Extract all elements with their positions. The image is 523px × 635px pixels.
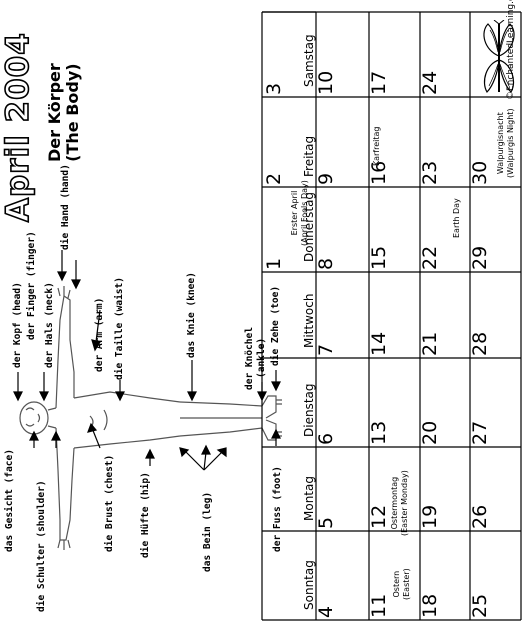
day-number[interactable]: 6 [315, 432, 337, 445]
day-number[interactable]: 30 [469, 160, 491, 185]
day-number[interactable]: 19 [419, 504, 441, 529]
day-number[interactable]: 12 [368, 504, 390, 529]
day-number[interactable]: 15 [368, 245, 390, 270]
weekday-label: Dienstag [302, 383, 316, 438]
event-earth-day: Earth Day [452, 198, 461, 238]
day-number[interactable]: 4 [315, 605, 337, 618]
event-easter-german: Ostern [392, 570, 401, 598]
weekday-label: Sonntag [302, 560, 316, 610]
butterfly-icon [483, 20, 515, 93]
day-number[interactable]: 29 [469, 245, 491, 270]
event-easter-monday-german: Ostermontag [390, 476, 399, 530]
day-number[interactable]: 25 [469, 593, 491, 618]
day-number[interactable]: 3 [263, 82, 285, 95]
event-april-fools-german: Erster April [290, 190, 299, 236]
event-april-fools: Erster April (April Fools Day) [290, 180, 310, 246]
day-number[interactable]: 9 [315, 172, 337, 185]
event-good-friday: Karfreitag [372, 126, 381, 167]
day-number[interactable]: 8 [315, 257, 337, 270]
day-number[interactable]: 11 [368, 593, 390, 618]
day-number[interactable]: 1 [263, 257, 285, 270]
day-number[interactable]: 24 [419, 70, 441, 95]
day-number[interactable]: 5 [315, 516, 337, 529]
day-number[interactable]: 23 [419, 160, 441, 185]
event-walpurgis: Walpurgisnacht (Walpurgis Night) [496, 108, 516, 178]
event-walpurgis-german: Walpurgisnacht [496, 112, 505, 175]
day-number[interactable]: 27 [469, 420, 491, 445]
day-number[interactable]: 26 [469, 504, 491, 529]
day-number[interactable]: 28 [469, 331, 491, 356]
weekday-label: Montag [302, 476, 316, 521]
day-number[interactable]: 20 [419, 420, 441, 445]
day-number[interactable]: 21 [419, 331, 441, 356]
day-number[interactable]: 2 [263, 172, 285, 185]
weekday-label: Mittwoch [302, 293, 316, 348]
day-number[interactable]: 18 [419, 593, 441, 618]
weekday-label: Samstag [302, 34, 316, 87]
day-number[interactable]: 17 [368, 70, 390, 95]
event-walpurgis-english: (Walpurgis Night) [506, 108, 515, 178]
event-easter: Ostern (Easter) [392, 568, 412, 600]
day-number[interactable]: 14 [368, 331, 390, 356]
day-number[interactable]: 22 [419, 245, 441, 270]
day-number[interactable]: 7 [315, 343, 337, 356]
event-april-fools-english: (April Fools Day) [300, 180, 309, 246]
event-easter-monday-english: (Easter Monday) [400, 470, 409, 536]
weekday-label: Freitag [302, 135, 316, 177]
event-easter-english: (Easter) [402, 568, 411, 600]
event-easter-monday: Ostermontag (Easter Monday) [390, 470, 410, 536]
day-number[interactable]: 10 [315, 70, 337, 95]
day-number[interactable]: 13 [368, 420, 390, 445]
